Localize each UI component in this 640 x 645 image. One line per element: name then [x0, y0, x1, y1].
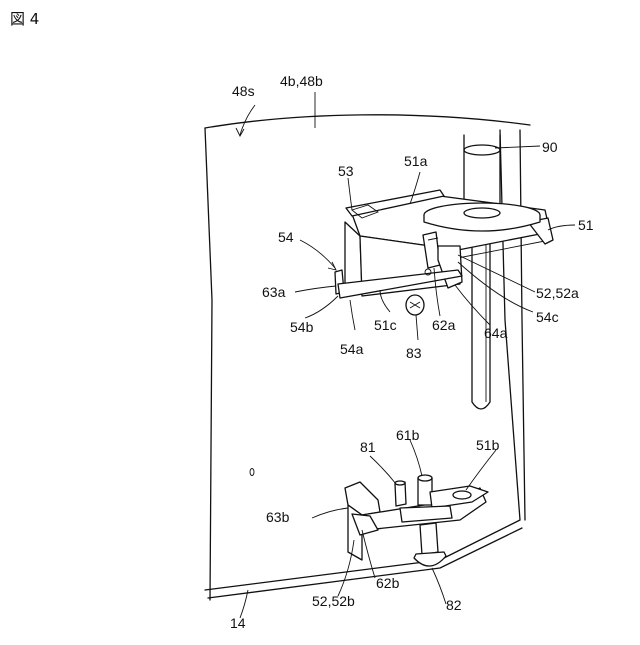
figure-title: 図 4 — [10, 8, 39, 29]
label-54c: 54c — [536, 309, 559, 325]
panel-hole — [250, 469, 254, 476]
label-64a: 64a — [484, 325, 508, 341]
label-51a: 51a — [404, 153, 428, 169]
label-81: 81 — [360, 439, 376, 455]
label-4b48b: 4b,48b — [280, 73, 323, 89]
label-83: 83 — [406, 345, 422, 361]
label-62b: 62b — [376, 575, 400, 591]
label-62a: 62a — [432, 317, 456, 333]
label-48s: 48s — [232, 83, 255, 99]
label-61b: 61b — [396, 427, 420, 443]
reference-labels: 48s 4b,48b 90 51a 53 51 54 63a 52,52a 54… — [230, 73, 594, 631]
label-51: 51 — [578, 217, 594, 233]
label-14: 14 — [230, 615, 246, 631]
arrow-48s — [240, 105, 255, 135]
label-63b: 63b — [266, 509, 290, 525]
label-54b: 54b — [290, 319, 314, 335]
label-54a: 54a — [340, 341, 364, 357]
label-52-52b: 52,52b — [312, 593, 355, 609]
label-90: 90 — [542, 139, 558, 155]
label-82: 82 — [446, 597, 462, 613]
label-51b: 51b — [476, 437, 500, 453]
label-54: 54 — [278, 229, 294, 245]
upper-hinge-bracket — [335, 190, 553, 315]
label-52-52a: 52,52a — [536, 285, 579, 301]
label-53: 53 — [338, 163, 354, 179]
label-51c: 51c — [374, 317, 397, 333]
label-63a: 63a — [262, 284, 286, 300]
